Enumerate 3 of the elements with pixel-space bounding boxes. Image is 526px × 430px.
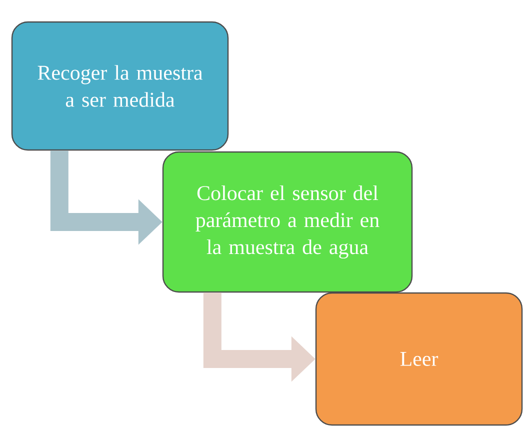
- process-box: Leer: [315, 292, 523, 426]
- process-box: Recoger la muestra a ser medida: [11, 21, 229, 151]
- process-box: Colocar el sensor del parámetro a medir en la muestra de agua: [162, 151, 413, 293]
